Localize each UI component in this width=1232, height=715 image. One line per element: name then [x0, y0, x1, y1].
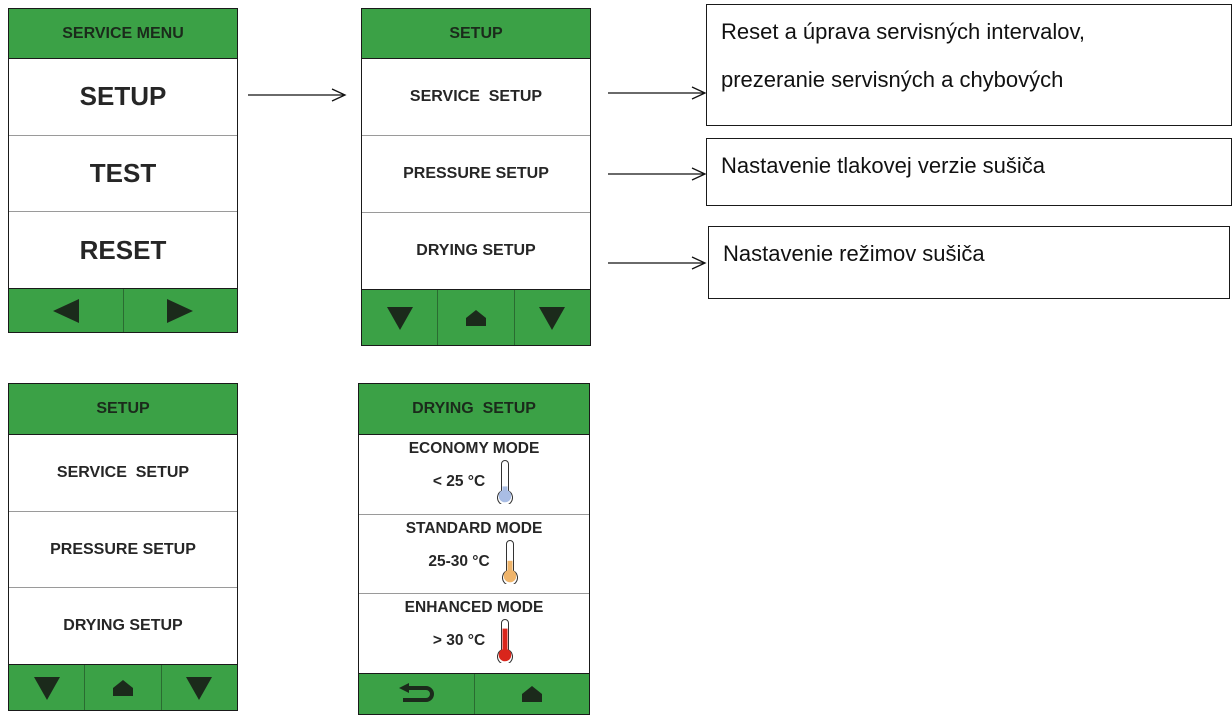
menu-item-service-setup[interactable]: SERVICE SETUP — [362, 59, 590, 136]
menu-item-reset[interactable]: RESET — [9, 212, 237, 290]
mode-economy-temp: < 25 °C — [432, 473, 486, 490]
mode-standard-temp: 25-30 °C — [428, 552, 490, 570]
menu-item-pressure-setup[interactable]: PRESSURE SETUP — [362, 136, 590, 213]
note-pressure-setup: Nastavenie tlakovej verzie sušiča — [706, 138, 1232, 206]
menu-item-service-setup-2[interactable]: SERVICE SETUP — [9, 435, 237, 512]
note-drying-setup-text: Nastavenie režimov sušiča — [723, 241, 985, 266]
home-icon[interactable] — [438, 290, 515, 345]
mode-enhanced[interactable]: ENHANCED MODE > 30 °C — [359, 594, 589, 675]
mode-economy-label: ECONOMY MODE — [408, 440, 540, 457]
arrow-to-pressure-note — [608, 167, 707, 181]
thermometer-icon — [501, 539, 518, 584]
note-drying-setup: Nastavenie režimov sušiča — [708, 226, 1230, 299]
arrow-to-service-note — [608, 86, 707, 100]
drying-setup-footer — [359, 674, 590, 715]
setup-footer-2 — [9, 665, 237, 711]
left-arrow-icon[interactable] — [9, 289, 124, 333]
mode-enhanced-temp: > 30 °C — [432, 632, 486, 650]
thermometer-icon — [497, 619, 514, 664]
note-pressure-setup-text: Nastavenie tlakovej verzie sušiča — [721, 153, 1046, 178]
setup-panel-2: SETUP SERVICE SETUP PRESSURE SETUP DRYIN… — [8, 383, 238, 711]
drying-setup-title: DRYING SETUP — [359, 384, 589, 435]
thermometer-icon — [497, 460, 514, 504]
note-service-setup-line-1: Reset a úprava servisných intervalov, — [721, 19, 1085, 44]
mode-standard[interactable]: STANDARD MODE 25-30 °C — [359, 515, 589, 595]
home-icon[interactable] — [475, 674, 590, 714]
setup-footer — [362, 290, 590, 345]
setup-title: SETUP — [362, 9, 590, 59]
service-menu-title: SERVICE MENU — [9, 9, 237, 59]
mode-economy[interactable]: ECONOMY MODE < 25 °C — [359, 435, 589, 515]
service-menu-footer — [9, 289, 238, 333]
mode-standard-label: STANDARD MODE — [405, 519, 543, 537]
service-menu-panel: SERVICE MENU SETUP TEST RESET — [8, 8, 238, 333]
right-arrow-icon[interactable] — [124, 289, 238, 332]
menu-item-pressure-setup-2[interactable]: PRESSURE SETUP — [9, 512, 237, 589]
menu-item-test[interactable]: TEST — [9, 136, 237, 213]
arrow-to-drying-note — [608, 256, 707, 270]
menu-item-drying-setup[interactable]: DRYING SETUP — [362, 213, 590, 290]
setup-title-2: SETUP — [9, 384, 237, 435]
down-arrow-icon[interactable] — [9, 665, 86, 711]
drying-setup-panel: DRYING SETUP ECONOMY MODE < 25 °C STANDA… — [358, 383, 590, 715]
mode-enhanced-label: ENHANCED MODE — [404, 599, 544, 617]
setup-panel: SETUP SERVICE SETUP PRESSURE SETUP DRYIN… — [361, 8, 591, 346]
note-service-setup: Reset a úprava servisných intervalov, pr… — [706, 4, 1232, 126]
menu-item-drying-setup-2[interactable]: DRYING SETUP — [9, 588, 237, 666]
arrow-to-setup — [248, 88, 347, 102]
home-icon[interactable] — [85, 665, 162, 711]
down-arrow-icon[interactable] — [362, 290, 439, 345]
down-arrow-icon[interactable] — [162, 665, 237, 710]
note-service-setup-line-2: prezeranie servisných a chybových — [721, 67, 1064, 92]
menu-item-setup[interactable]: SETUP — [9, 59, 237, 136]
return-icon[interactable] — [359, 674, 475, 715]
down-arrow-icon[interactable] — [515, 290, 590, 345]
